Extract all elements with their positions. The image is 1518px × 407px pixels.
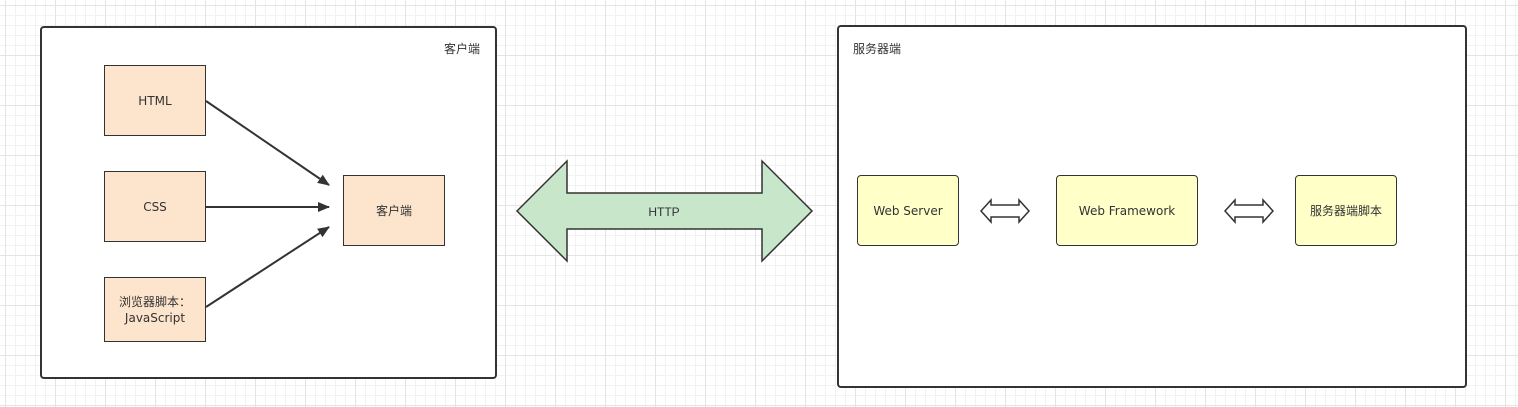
web-framework-label: Web Framework (1078, 203, 1176, 218)
server-container-title: 服务器端 (853, 42, 902, 56)
browser-script-label-line1: 浏览器脚本： (118, 294, 191, 309)
html-node-label: HTML (138, 93, 172, 108)
server-framework-double-arrow (979, 198, 1031, 224)
client-node-label: 客户端 (375, 203, 412, 218)
html-to-client-arrow (205, 100, 330, 186)
http-double-arrow (515, 159, 814, 263)
browser-script-node[interactable]: 浏览器脚本： JavaScript (104, 277, 206, 342)
browser-script-label-line2: JavaScript (124, 310, 186, 325)
css-node[interactable]: CSS (104, 171, 206, 242)
http-label: HTTP (648, 205, 679, 219)
web-server-label: Web Server (873, 203, 943, 218)
html-node[interactable]: HTML (104, 65, 206, 136)
css-node-label: CSS (143, 199, 167, 214)
client-container-title: 客户端 (443, 42, 480, 56)
client-node[interactable]: 客户端 (343, 175, 445, 246)
script-to-client-arrow (205, 226, 330, 308)
server-script-node[interactable]: 服务器端脚本 (1295, 175, 1397, 246)
server-script-label: 服务器端脚本 (1309, 203, 1382, 218)
web-framework-node[interactable]: Web Framework (1056, 175, 1198, 246)
framework-script-double-arrow (1223, 198, 1275, 224)
web-server-node[interactable]: Web Server (857, 175, 959, 246)
